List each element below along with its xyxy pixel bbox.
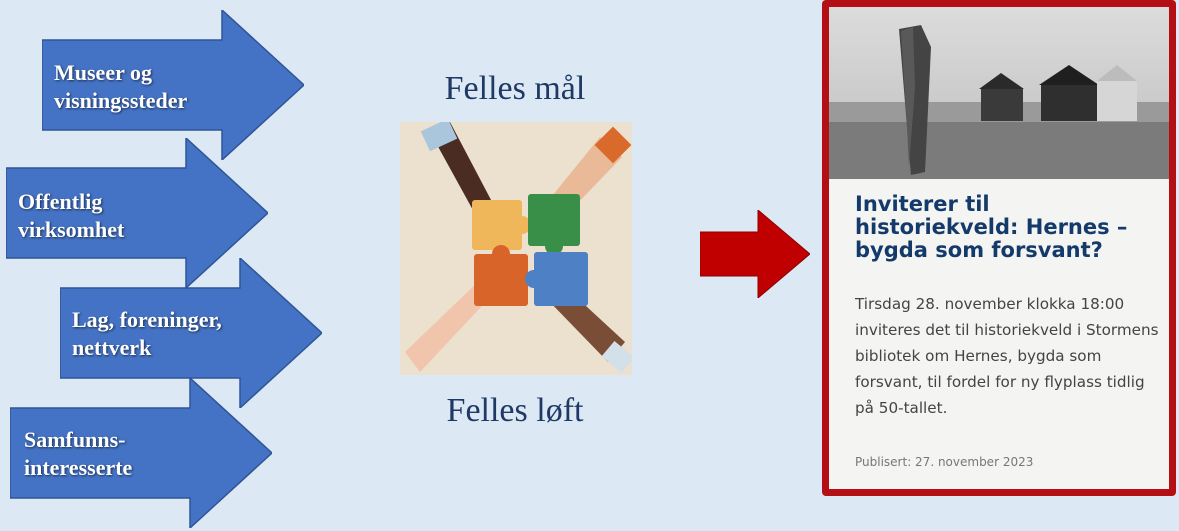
label-line: virksomhet [18,217,125,242]
label-line: Museer og [54,60,152,85]
arrow-associations [60,258,322,408]
arrow-community-label: Samfunns- interesserte [24,426,132,482]
news-photo [829,7,1169,179]
news-body: Tirsdag 28. november klokka 18:00 invite… [855,295,1159,417]
arrow-community [10,378,272,528]
puzzle-hands-image [400,118,635,375]
news-title[interactable]: Inviterer til historiekveld: Hernes – by… [855,192,1128,262]
arrow-museums [42,10,304,160]
arrow-public-sector-label: Offentlig virksomhet [18,188,124,244]
red-arrow [699,208,811,303]
caption-common-goal: Felles mål [444,70,586,107]
label-line: nettverk [72,335,152,360]
news-date: Publisert: 27. november 2023 [855,455,1034,469]
label-line: visningssteder [54,88,188,113]
label-line: Samfunns- [24,427,126,452]
label-line: Lag, foreninger, [72,307,222,332]
arrow-associations-label: Lag, foreninger, nettverk [72,306,222,362]
label-line: Offentlig [18,189,103,214]
news-card[interactable]: Inviterer til historiekveld: Hernes – by… [822,0,1176,496]
news-card-inner: Inviterer til historiekveld: Hernes – by… [829,7,1169,489]
arrow-museums-label: Museer og visningssteder [54,59,187,115]
arrow-public-sector [6,138,268,288]
caption-common-lift: Felles løft [446,392,584,429]
label-line: interesserte [24,455,133,480]
